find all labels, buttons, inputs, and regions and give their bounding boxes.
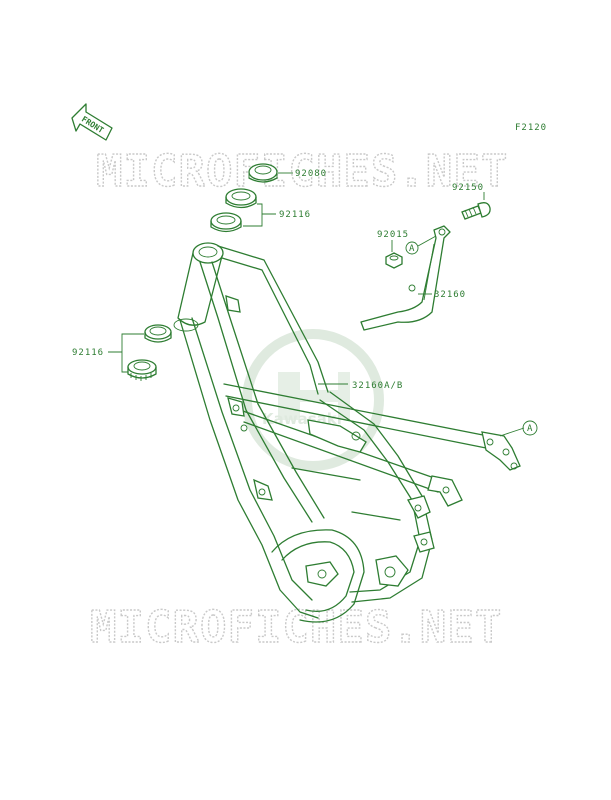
- upper-bearing-race: [225, 188, 257, 209]
- callout-92015: 92015: [377, 230, 409, 240]
- callout-92080: 92080: [295, 169, 327, 179]
- flange-nut: [385, 252, 403, 269]
- callout-32160: 32160: [434, 290, 466, 300]
- engine-bracket: [360, 225, 451, 331]
- callout-92150: 92150: [452, 183, 484, 193]
- callout-92116-top: 92116: [279, 210, 311, 220]
- ref-mark-bracket-label: A: [409, 244, 415, 254]
- mounting-bolt: [461, 202, 491, 220]
- figure-ref: F2120: [515, 123, 547, 133]
- front-arrow-icon: FRONT: [71, 103, 113, 141]
- ref-mark-frame-label: A: [527, 424, 533, 434]
- watermark-top: MICROFICHES.NET: [96, 146, 508, 197]
- ref-mark-bracket: [405, 241, 419, 255]
- main-frame: [173, 242, 521, 623]
- ref-mark-frame: [522, 420, 538, 436]
- upper-bearing: [210, 212, 242, 233]
- callout-32160AB: 32160A/B: [352, 381, 403, 391]
- watermark-bottom: MICROFICHES.NET: [90, 602, 502, 653]
- steering-stem-nut: [248, 163, 278, 183]
- lower-bearing: [127, 359, 157, 381]
- lower-bearing-race: [144, 324, 172, 343]
- callout-92116-left: 92116: [72, 348, 104, 358]
